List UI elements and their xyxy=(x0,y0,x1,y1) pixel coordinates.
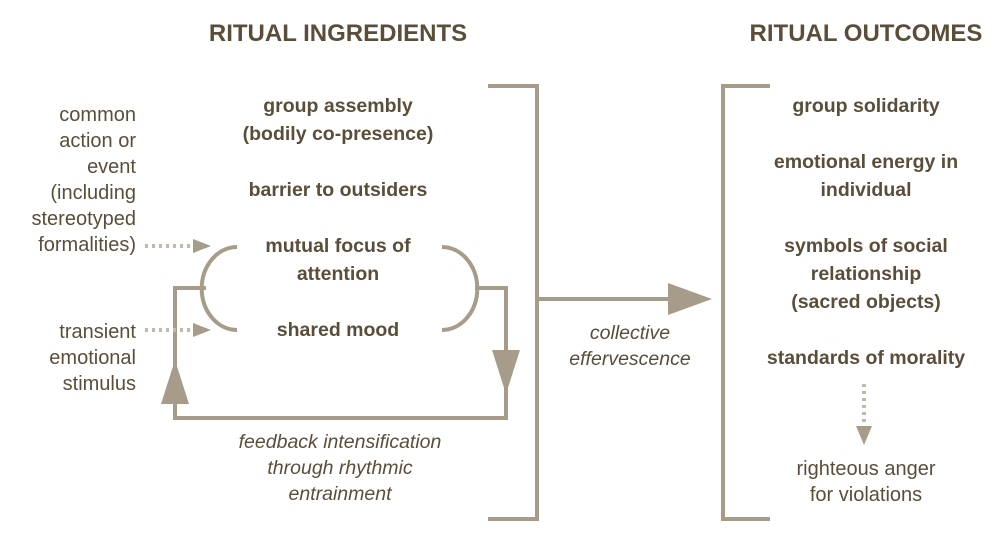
ingredient-shared-mood: shared mood xyxy=(276,319,400,341)
input-transient-stimulus-2: emotional xyxy=(49,347,136,369)
input-common-action-4: (including xyxy=(50,182,136,204)
consequence-label-1: righteous anger xyxy=(796,458,936,480)
feedback-label-2: through rhythmic xyxy=(267,457,413,479)
outcome-solidarity: group solidarity xyxy=(792,95,940,117)
outcome-emotional-energy-1: emotional energy in xyxy=(773,151,959,173)
main-arrow-head xyxy=(668,283,712,315)
ingredients-bracket xyxy=(488,84,539,521)
input-arrow-head-2 xyxy=(193,323,211,337)
ingredient-barrier: barrier to outsiders xyxy=(248,179,428,201)
ingredients-heading: RITUAL INGREDIENTS xyxy=(208,20,468,47)
right-parenthesis xyxy=(441,245,480,332)
ingredient-group-assembly-2: (bodily co-presence) xyxy=(242,123,434,145)
input-common-action-6: formalities) xyxy=(38,234,136,256)
outcomes-bracket xyxy=(721,84,770,521)
feedback-loop xyxy=(173,286,508,420)
ingredient-group-assembly-1: group assembly xyxy=(263,95,413,117)
input-common-action-3: event xyxy=(87,156,136,178)
transition-label-1: collective xyxy=(589,322,671,344)
ingredient-mutual-focus-2: attention xyxy=(296,263,380,285)
input-transient-stimulus-1: transient xyxy=(59,321,136,343)
outcome-symbols-3: (sacred objects) xyxy=(791,291,941,313)
input-common-action-2: action or xyxy=(59,130,136,152)
consequence-arrow-head xyxy=(856,426,872,445)
ingredient-mutual-focus-1: mutual focus of xyxy=(265,235,411,257)
feedback-arrow-up xyxy=(161,360,189,404)
outcome-symbols-1: symbols of social xyxy=(784,235,948,257)
input-transient-stimulus-3: stimulus xyxy=(62,373,136,395)
left-parenthesis xyxy=(199,245,238,332)
outcome-morality: standards of morality xyxy=(766,347,966,369)
outcomes-heading: RITUAL OUTCOMES xyxy=(749,20,983,47)
input-common-action-1: common xyxy=(59,104,136,126)
input-arrow-head-1 xyxy=(193,239,211,253)
feedback-label-3: entrainment xyxy=(288,483,392,505)
outcome-symbols-2: relationship xyxy=(810,263,922,285)
outcome-emotional-energy-2: individual xyxy=(820,179,912,201)
feedback-arrow-down xyxy=(492,350,520,394)
consequence-label-2: for violations xyxy=(809,484,923,506)
input-common-action-5: stereotyped xyxy=(31,208,136,230)
feedback-label-1: feedback intensification xyxy=(238,431,442,453)
transition-label-2: effervescence xyxy=(569,348,691,370)
